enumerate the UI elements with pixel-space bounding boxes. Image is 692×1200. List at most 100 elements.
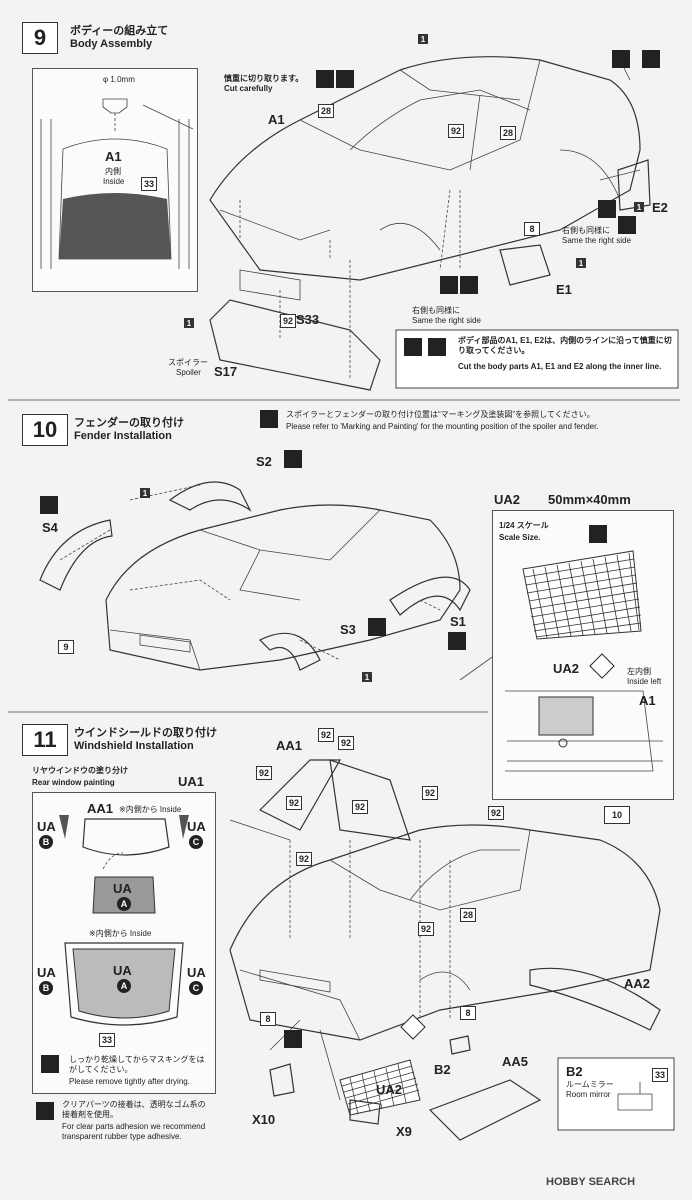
cement-icon	[460, 276, 478, 294]
ua2-mesh-drawing	[505, 550, 663, 772]
part-s1-label: S1	[450, 614, 466, 629]
part-e2-label: E2	[652, 200, 668, 215]
ref-8: 8	[460, 1006, 476, 1020]
aa2-label: AA2	[624, 976, 651, 991]
step-10-note-jp: スポイラーとフェンダーの取り付け位置は“マーキング及塗装図”を参照してください。	[286, 410, 595, 419]
knife-icon	[440, 276, 458, 294]
same-right-side2-en: Same the right side	[412, 316, 481, 325]
aa1-inside-label: AA1	[87, 801, 114, 816]
ref-92: 92	[422, 786, 438, 800]
cut-carefully-en: Cut carefully	[224, 84, 273, 93]
same-right-side-en: Same the right side	[562, 236, 631, 245]
inset-ref-33: 33	[141, 177, 157, 191]
ua-a2-label: UA	[113, 963, 132, 978]
ref-92: 92	[418, 922, 434, 936]
inset-inside-jp: 内側	[105, 167, 121, 176]
ref-92: 92	[256, 766, 272, 780]
ua-c-label: UA	[187, 819, 206, 834]
scale-en: Scale Size.	[499, 533, 541, 542]
b2-room-label: B2	[566, 1064, 583, 1079]
knife-icon	[589, 525, 607, 543]
a2-circle-label: A	[117, 979, 131, 993]
ref-92: 92	[280, 314, 296, 328]
paint-icon	[40, 496, 58, 514]
spoiler-en: Spoiler	[176, 368, 201, 377]
glue-icon	[284, 1030, 302, 1048]
ref-1: 1	[140, 488, 150, 498]
step-10-note-en: Please refer to 'Marking and Painting' f…	[286, 422, 599, 431]
ref-92: 92	[318, 728, 334, 742]
part-s2-label: S2	[256, 454, 272, 469]
aa5-label: AA5	[502, 1054, 529, 1069]
paint-icon	[260, 410, 278, 428]
cement-icon	[336, 70, 354, 88]
ua2-part-label: UA2	[376, 1082, 403, 1097]
ref-1: 1	[576, 258, 586, 268]
aa1-inside-note: ※内側から Inside	[119, 805, 182, 814]
ua2-title: UA2	[494, 492, 521, 507]
paint-icon	[368, 618, 386, 636]
ref-8: 8	[260, 1012, 276, 1026]
dry-note-en: Please remove tightly after drying.	[69, 1077, 190, 1086]
knife-icon	[598, 200, 616, 218]
b-label: B	[39, 835, 53, 849]
step-11-title-en: Windshield Installation	[74, 740, 194, 752]
ua2-size: 50mm×40mm	[548, 492, 631, 507]
c-label: C	[189, 835, 203, 849]
step-9-note-en: Cut the body parts A1, E1 and E2 along t…	[458, 362, 662, 371]
step-9-inset: φ 1.0mm A1 内側 Inside 33	[32, 68, 198, 292]
room-mirror-jp: ルームミラー	[566, 1080, 614, 1089]
part-s3-label: S3	[340, 622, 356, 637]
ref-92: 92	[448, 124, 464, 138]
ua1-label: UA1	[178, 774, 205, 789]
b2-circle-label: B	[39, 981, 53, 995]
ref-1: 1	[418, 34, 428, 44]
paint-icon	[448, 632, 466, 650]
cement-icon	[642, 50, 660, 68]
part-a1-label: A1	[268, 112, 285, 127]
step-9-note-jp: ボディ部品のA1, E1, E2は、内側のラインに沿って慎重に切り取ってください…	[458, 336, 672, 355]
part-s33-label: S33	[296, 312, 320, 327]
a-label: A	[117, 897, 131, 911]
step-11-title-jp: ウインドシールドの取り付け	[74, 727, 217, 739]
step-10-title-en: Fender Installation	[74, 430, 172, 442]
ref-1: 1	[184, 318, 194, 328]
ua-b-label: UA	[37, 819, 56, 834]
ref-1: 1	[362, 672, 372, 682]
aa1-label: AA1	[276, 738, 303, 753]
ref-28: 28	[318, 104, 334, 118]
ref-8: 8	[524, 222, 540, 236]
part-s17-label: S17	[214, 364, 238, 379]
ref-1: 1	[634, 202, 644, 212]
paint-icon	[284, 450, 302, 468]
ref-33: 33	[99, 1033, 115, 1047]
step-11-main-drawing	[229, 759, 675, 1141]
clear-parts-en: For clear parts adhesion we recommend tr…	[62, 1122, 206, 1141]
step-9-title-en: Body Assembly	[70, 38, 153, 50]
cut-carefully-jp: 慎重に切り取ります。	[224, 74, 304, 83]
ref-92: 92	[488, 806, 504, 820]
inset-inside-en: Inside	[103, 177, 125, 186]
step-11-number: 11	[22, 724, 68, 756]
ref-33-mirror: 33	[652, 1068, 668, 1082]
a1-label: A1	[639, 693, 656, 708]
c2-circle-label: C	[189, 981, 203, 995]
left-inside-en: Inside left	[627, 677, 662, 686]
clear-parts-jp: クリアパーツの接着は、透明なゴム系の接着剤を使用。	[62, 1100, 206, 1119]
scale-jp: 1/24 スケール	[499, 521, 549, 530]
cement-icon	[618, 216, 636, 234]
cement-icon	[428, 338, 446, 356]
step-11-separator	[8, 711, 488, 713]
watermark: HOBBY SEARCH	[546, 1176, 636, 1188]
knife-icon	[316, 70, 334, 88]
ref-10: 10	[604, 806, 630, 824]
part-s4-label: S4	[42, 520, 58, 535]
ref-9: 9	[58, 640, 74, 654]
inset-part-a1: A1	[105, 149, 122, 164]
ref-92: 92	[352, 800, 368, 814]
ref-92: 92	[296, 852, 312, 866]
same-right-side2-jp: 右側も同様に	[412, 306, 460, 315]
ref-92: 92	[286, 796, 302, 810]
part-e1-label: E1	[556, 282, 572, 297]
inset-drawing	[40, 98, 194, 269]
